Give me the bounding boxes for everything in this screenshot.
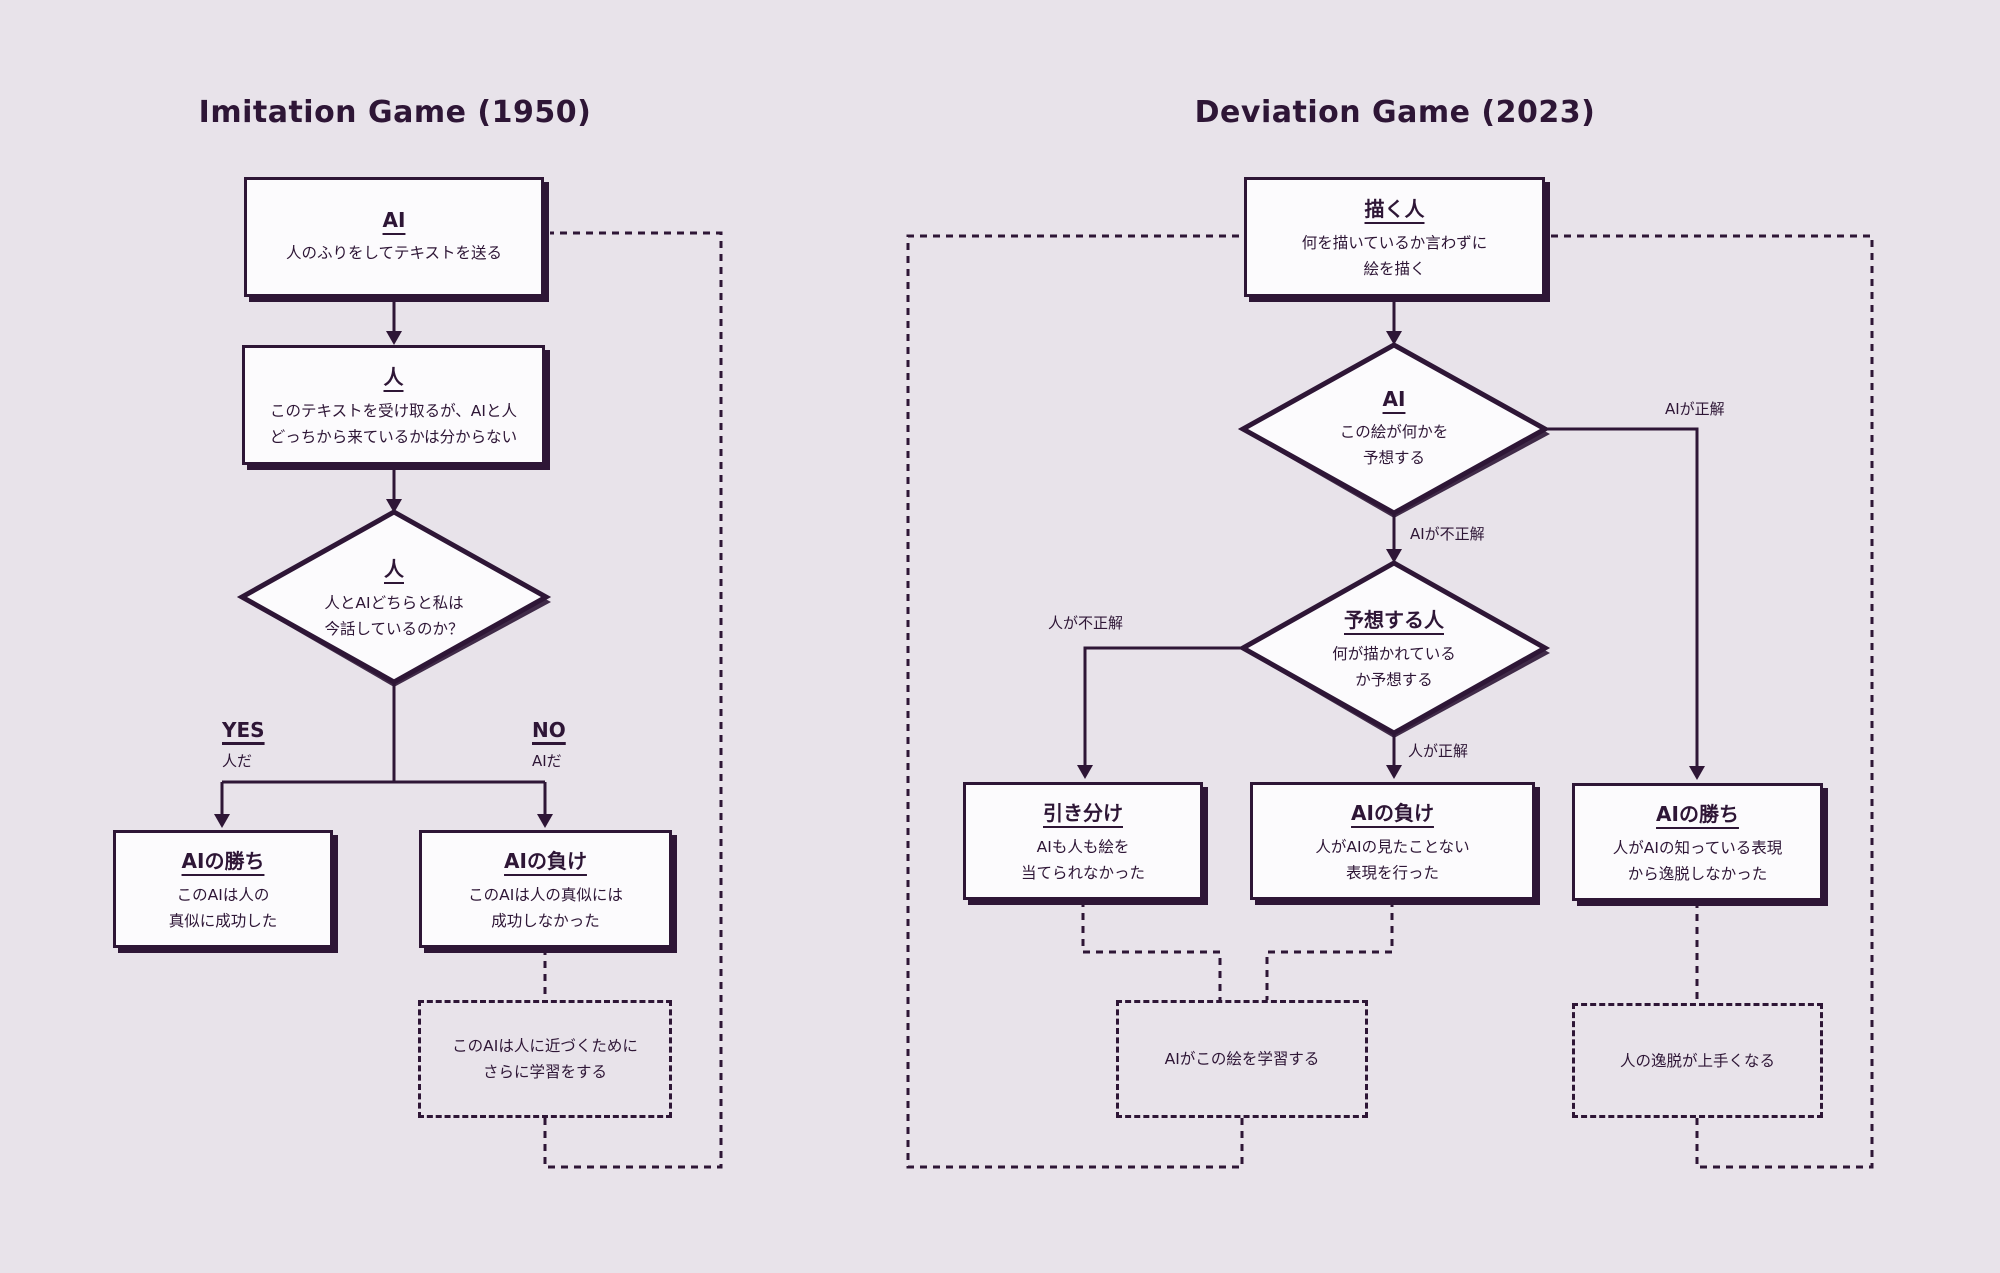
node-ai-learns-drawing: AIがこの絵を学習する xyxy=(1116,1000,1368,1118)
node-title: AIの負け xyxy=(504,848,587,873)
node-line: 絵を描く xyxy=(1363,259,1426,278)
diamond-human-text: 人 人とAIどちらと私は 今話しているのか？ xyxy=(254,538,534,656)
node-title: AIの勝ち xyxy=(1656,801,1739,826)
node-title: AI xyxy=(1382,387,1406,411)
node-ai-win: AIの勝ち このAIは人の 真似に成功した xyxy=(113,830,333,948)
node-line: 人がAIの見たことない xyxy=(1315,837,1470,856)
node-ai-lose-right: AIの負け 人がAIの見たことない 表現を行った xyxy=(1250,782,1535,900)
node-line: AIも人も絵を xyxy=(1036,837,1130,856)
arrowhead xyxy=(386,331,402,345)
node-ai-learn-more: このAIは人に近づくために さらに学習をする xyxy=(418,1000,672,1118)
node-line: 何を描いているか言わずに xyxy=(1301,233,1488,252)
arrowhead xyxy=(1689,766,1705,780)
label-human-correct: 人が正解 xyxy=(1408,742,1469,760)
label-no-sub: AIだ xyxy=(532,752,562,770)
arrowhead xyxy=(1077,765,1093,779)
node-line: 表現を行った xyxy=(1345,863,1439,882)
label-human-wrong: 人が不正解 xyxy=(1048,614,1124,632)
left-diagram-title: Imitation Game (1950) xyxy=(198,95,592,130)
node-line: どっちから来ているかは分からない xyxy=(269,427,518,446)
node-line: このAIは人に近づくために xyxy=(452,1037,638,1055)
arrowhead xyxy=(386,499,402,513)
node-line: このAIは人の xyxy=(176,885,270,904)
diamond-ai-text: AI この絵が何かを 予想する xyxy=(1254,370,1534,488)
connector-ai-correct-branch xyxy=(1544,427,1699,766)
node-ai-win-right: AIの勝ち 人がAIの知っている表現 から逸脱しなかった xyxy=(1572,783,1823,901)
node-human-deviates-better: 人の逸脱が上手くなる xyxy=(1572,1003,1823,1118)
node-line: 今話しているのか？ xyxy=(324,619,464,638)
node-line: 人がAIの知っている表現 xyxy=(1612,838,1783,857)
node-line: 人とAIどちらと私は xyxy=(324,593,464,612)
node-line: 人のふりをしてテキストを送る xyxy=(285,244,503,262)
node-title: 引き分け xyxy=(1043,800,1123,825)
node-line: 予想する xyxy=(1362,449,1425,467)
node-title: AIの負け xyxy=(1351,800,1434,825)
node-ai-lose: AIの負け このAIは人の真似には 成功しなかった xyxy=(419,830,672,948)
node-title: 人 xyxy=(383,364,404,389)
node-drawer: 描く人 何を描いているか言わずに 絵を描く xyxy=(1244,177,1545,297)
node-line: 成功しなかった xyxy=(491,911,600,930)
node-line: この絵が何かを xyxy=(1339,423,1449,441)
node-line: AIがこの絵を学習する xyxy=(1164,1050,1320,1068)
connector-human-wrong-branch xyxy=(1083,646,1244,766)
arrowhead xyxy=(1386,331,1402,345)
label-no: NO AIだ xyxy=(532,718,566,771)
node-line: 何が描かれている xyxy=(1332,644,1456,663)
label-ai-correct: AIが正解 xyxy=(1665,400,1725,418)
label-yes: YES 人だ xyxy=(222,718,265,771)
node-human: 人 このテキストを受け取るが、AIと人 どっちから来ているかは分からない xyxy=(242,345,545,465)
arrowhead xyxy=(214,814,230,828)
label-no-text: NO xyxy=(532,718,566,742)
arrowhead xyxy=(1386,765,1402,779)
node-line: このテキストを受け取るが、AIと人 xyxy=(270,401,517,420)
node-title: 描く人 xyxy=(1364,196,1425,221)
right-diagram-title: Deviation Game (2023) xyxy=(1194,95,1596,130)
node-tie: 引き分け AIも人も絵を 当てられなかった xyxy=(963,782,1203,900)
connector-diamond-split xyxy=(220,682,547,814)
node-line: から逸脱しなかった xyxy=(1627,864,1768,883)
label-ai-wrong: AIが不正解 xyxy=(1410,525,1485,543)
node-line: か予想する xyxy=(1355,670,1433,689)
node-title: 予想する人 xyxy=(1344,607,1444,632)
node-line: 人の逸脱が上手くなる xyxy=(1619,1051,1775,1070)
label-yes-sub: 人だ xyxy=(222,752,253,770)
node-line: 当てられなかった xyxy=(1020,863,1145,882)
diamond-guesser-text: 予想する人 何が描かれている か予想する xyxy=(1254,589,1534,707)
dotted-ailose-to-learn xyxy=(1265,900,1394,1000)
dotted-tie-to-learn xyxy=(1081,900,1222,1000)
node-title: AI xyxy=(382,208,406,232)
node-ai: AI 人のふりをしてテキストを送る xyxy=(244,177,544,297)
arrowhead xyxy=(537,814,553,828)
node-title: 人 xyxy=(384,556,404,581)
node-line: 真似に成功した xyxy=(168,911,278,930)
label-yes-text: YES xyxy=(222,718,265,742)
arrowhead xyxy=(1386,549,1402,563)
node-line: このAIは人の真似には xyxy=(468,885,623,904)
node-line: さらに学習をする xyxy=(482,1063,607,1081)
node-title: AIの勝ち xyxy=(181,848,265,873)
